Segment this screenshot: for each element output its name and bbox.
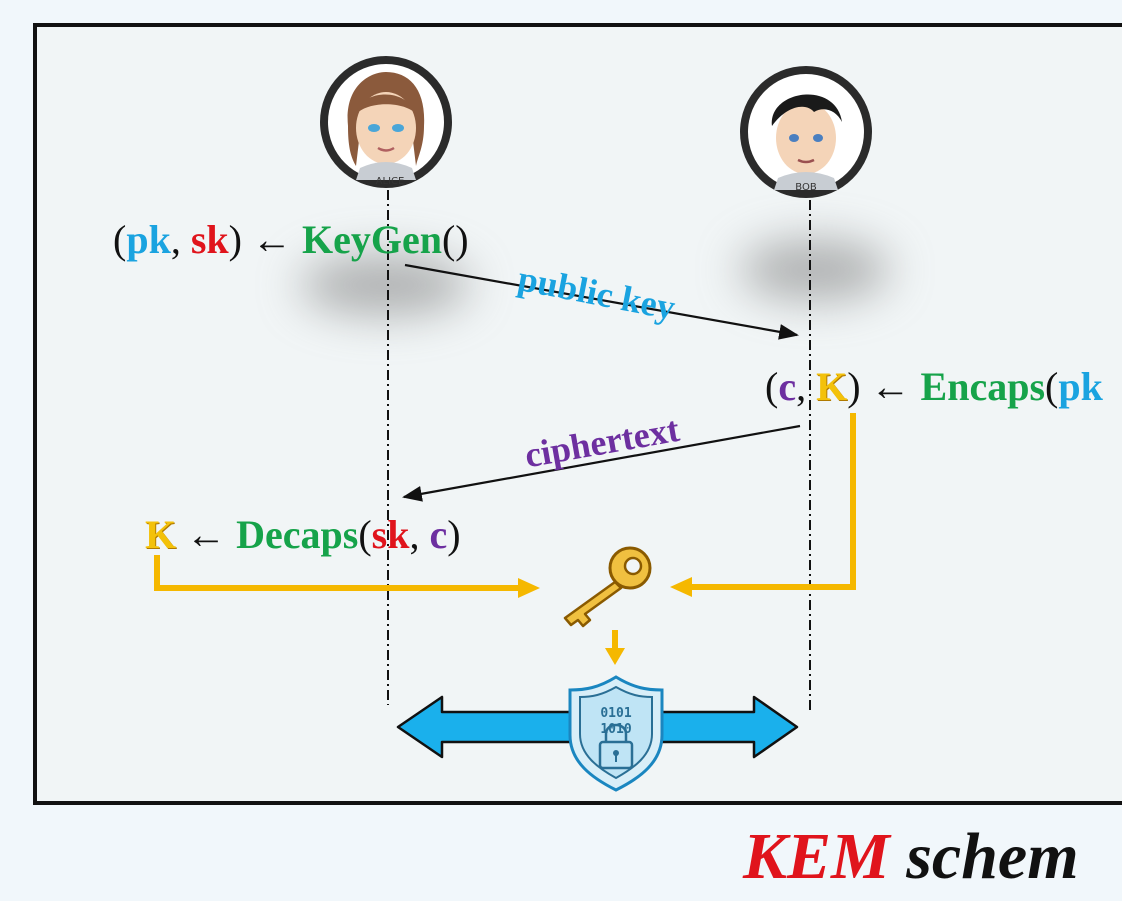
keygen-args: () xyxy=(441,217,469,262)
key-down-arrowhead xyxy=(605,648,625,665)
alice-name-tag: ALICE xyxy=(376,176,405,187)
encaps-close-paren: ) xyxy=(847,364,861,409)
keygen-function: KeyGen xyxy=(301,217,442,262)
alice-avatar-icon: ALICE xyxy=(320,56,452,188)
public-key-arrow xyxy=(404,263,799,340)
bob-name-tag: BOB xyxy=(795,182,817,193)
alice-key-path xyxy=(154,555,520,591)
bob-avatar-icon: BOB xyxy=(740,66,872,198)
keygen-sk: sk xyxy=(190,217,229,262)
encaps-function: Encaps xyxy=(920,364,1046,409)
bob-shadow xyxy=(740,240,890,300)
decaps-open-paren: ( xyxy=(358,512,372,557)
encaps-expression: (c, K) ← Encaps(pk xyxy=(765,367,1103,407)
ciphertext-arrow xyxy=(402,424,801,502)
diagram-panel xyxy=(33,23,1122,805)
decaps-arrow: ← xyxy=(176,512,237,557)
keygen-expression: (pk, sk) ← KeyGen() xyxy=(113,220,469,260)
title-rest: schem xyxy=(889,820,1079,893)
encaps-comma: , xyxy=(796,364,817,409)
alice-shadow xyxy=(300,255,470,315)
keygen-open-paren: ( xyxy=(113,217,127,262)
alice-key-arrowhead xyxy=(518,578,540,598)
figure-title: KEM schem xyxy=(743,824,1079,890)
decaps-sk: sk xyxy=(371,512,410,557)
title-kem: KEM xyxy=(743,820,890,893)
decaps-expression: K ← Decaps(sk, c) xyxy=(145,515,461,555)
keygen-comma: , xyxy=(170,217,191,262)
keygen-arrow: ← xyxy=(241,217,302,262)
decaps-close-paren: ) xyxy=(447,512,461,557)
encaps-open-paren: ( xyxy=(765,364,779,409)
decaps-c: c xyxy=(429,512,448,557)
key-icon xyxy=(563,546,652,628)
encaps-args-open: ( xyxy=(1045,364,1059,409)
shield-bits-line1: 0101 xyxy=(600,706,631,721)
keygen-close-paren: ) xyxy=(228,217,242,262)
encaps-arrow: ← xyxy=(860,364,921,409)
encaps-K: K xyxy=(816,364,848,409)
bob-key-path xyxy=(690,413,856,590)
encaps-pk: pk xyxy=(1058,364,1103,409)
decaps-comma: , xyxy=(409,512,430,557)
decaps-function: Decaps xyxy=(236,512,359,557)
encaps-c: c xyxy=(778,364,797,409)
decaps-K: K xyxy=(145,512,177,557)
shield-lock-icon xyxy=(568,675,664,792)
bob-key-arrowhead xyxy=(670,577,692,597)
shield-bits-line2: 1010 xyxy=(600,722,631,737)
keygen-pk: pk xyxy=(126,217,171,262)
